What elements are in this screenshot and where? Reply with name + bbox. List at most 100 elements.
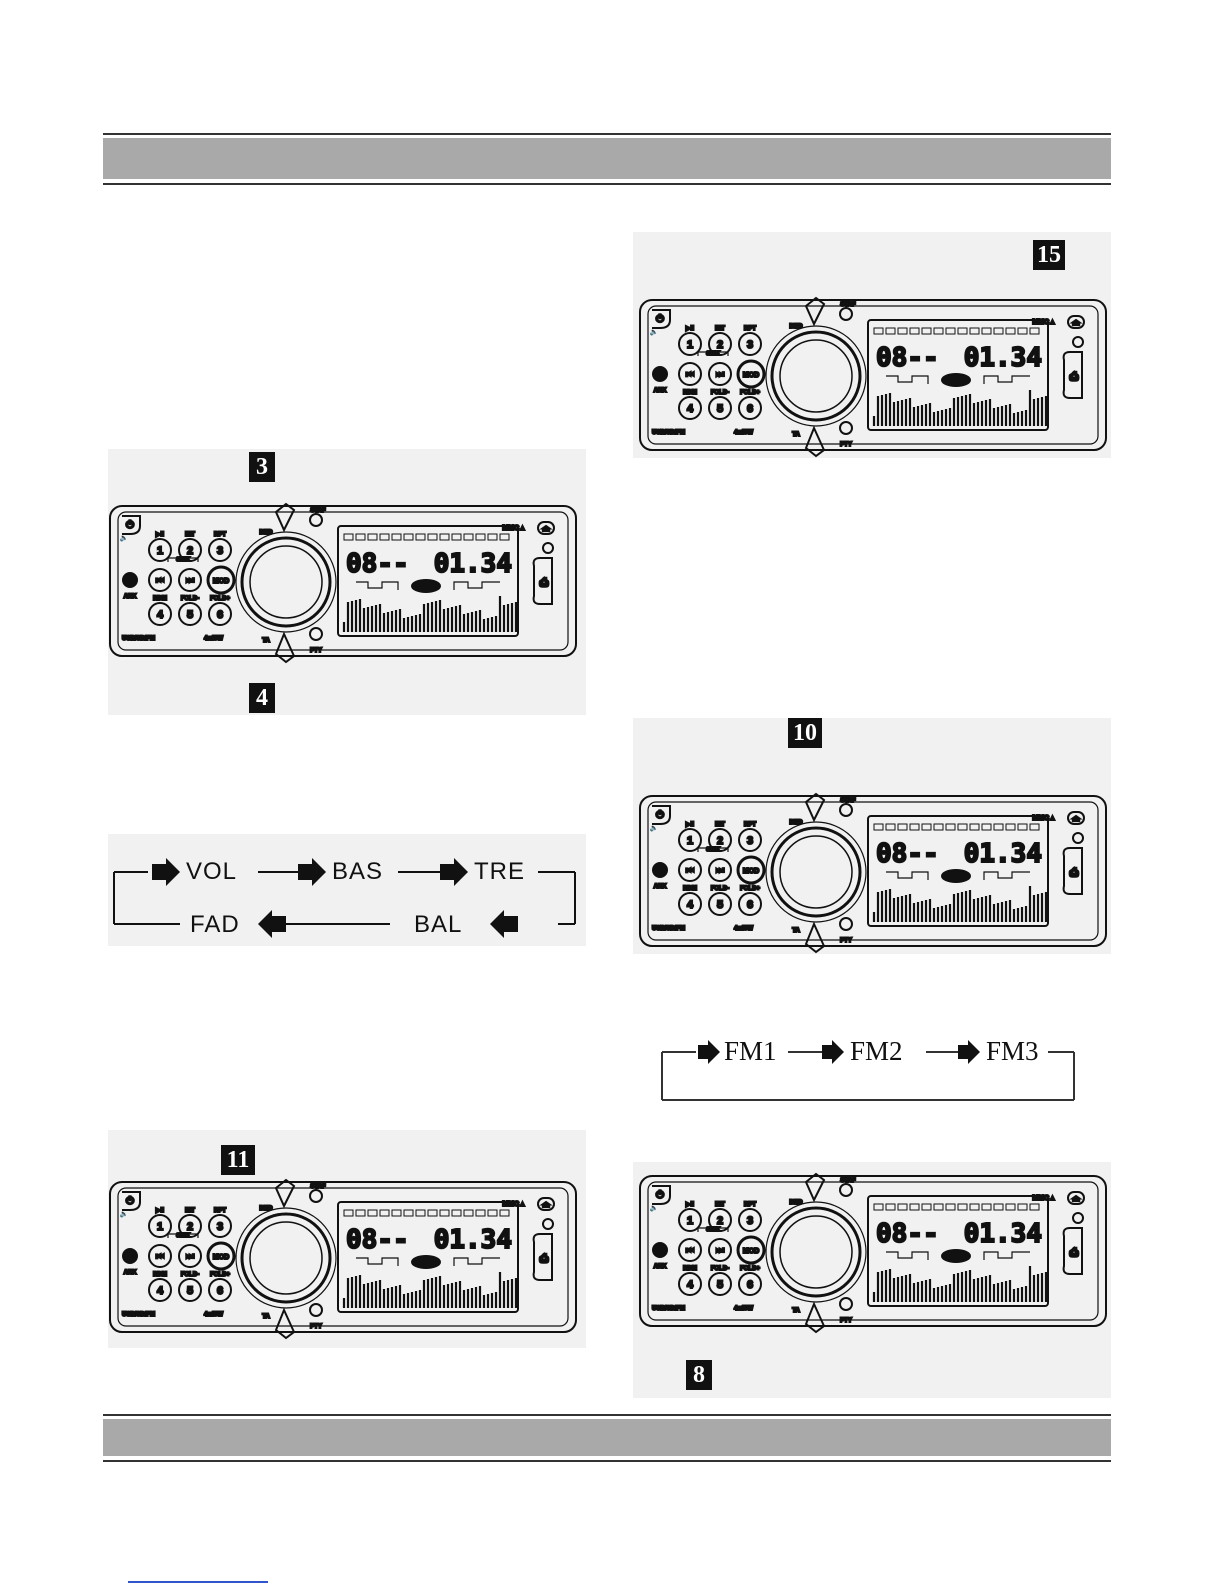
lcd-segment-icon [933,1203,944,1211]
lcd-segment-icon [921,1203,932,1211]
faceplate-inner [647,1181,1099,1321]
prev-icon: ⏮ [156,575,164,585]
ir-sensor [542,1218,554,1230]
button-label: INT [715,822,725,828]
power-icon: ⏻ [126,1195,134,1207]
preset-button [148,538,172,562]
lcd-segment-icon [463,1209,474,1217]
button-label: RPT [744,1202,756,1208]
ir-sensor [542,542,554,554]
eject-button [1067,1191,1085,1205]
aux-jack-icon [122,1248,138,1264]
staf-label: STAF [840,302,856,308]
pty-label: PTY [310,1324,322,1330]
pty-button [309,627,323,641]
seek-bracket [697,351,729,356]
button-label: RPT [214,532,226,538]
ta-label: TA [262,1314,270,1320]
power-label: 4x45W [734,430,753,436]
seek-back-button [148,1244,172,1268]
lcd-display [337,1201,519,1313]
button-label: FOLD+ [210,596,230,602]
staf-label: STAF [840,1178,856,1184]
lcd-segment-icon [391,533,402,541]
lcd-display [867,815,1049,927]
pty-button [309,1303,323,1317]
ir-sensor [1072,832,1084,844]
seek-label: SEEK [706,847,720,853]
brand-label: MMC▲ [1032,319,1056,326]
eject-icon: ⏏ [1072,814,1080,823]
lcd-segment-icon [981,327,992,335]
car-radio-faceplate: ⏻🔈AUX▶II1INT2RPT3SEEK⏮⏭MODRDM4FOLD-5FOLD… [109,1178,577,1340]
preset-number: 3 [747,1215,753,1227]
preset-number: 5 [717,403,723,415]
preset-button [678,396,702,420]
brand-label: MMC▲ [1032,1195,1056,1202]
arrow-left-icon [258,910,286,938]
ta-label: TA [792,432,800,438]
preset-number: 1 [157,1221,163,1233]
button-label: RDM [683,390,697,396]
aux-label: AUX [124,1270,137,1276]
seek-fwd-button [708,858,732,882]
power-label: 4x45W [204,1312,223,1318]
prev-icon: ⏮ [686,369,694,379]
next-icon: ⏭ [186,1251,195,1261]
lcd-segment-icon [415,533,426,541]
mod-label: MOD [213,1254,229,1261]
car-radio-faceplate: ⏻🔈AUX▶II1INT2RPT3SEEK⏮⏭MODRDM4FOLD-5FOLD… [639,792,1107,954]
usb-port [1062,351,1083,399]
preset-number: 6 [747,1279,753,1291]
ir-sensor [1072,336,1084,348]
usb-icon: ⎙ [1069,370,1079,383]
pty-button [839,421,853,435]
preset-button [708,396,732,420]
staf-button [309,1189,323,1203]
callout-15: 15 [1033,240,1065,270]
button-label: INT [715,326,725,332]
lcd-segment-icon [415,1209,426,1217]
lcd-segment-icon [957,823,968,831]
aux-jack-icon [652,1242,668,1258]
preset-button [708,1272,732,1296]
seek-bracket [697,1227,729,1232]
flow-fm1: FM1 [724,1036,777,1066]
lcd-segment-icon [1017,823,1028,831]
preset-number: 2 [187,1221,193,1233]
preset-number: 3 [217,1221,223,1233]
usb-icon: ⎙ [1069,1246,1079,1259]
lcd-segment-icon [1005,327,1016,335]
lcd-segment-icon [957,327,968,335]
eject-button [1067,315,1085,329]
display-track: 08-- [876,1219,939,1249]
preset-number: 4 [687,403,694,415]
lcd-segment-icon [487,1209,498,1217]
mod-label: MOD [743,868,759,875]
eject-icon: ⏏ [1072,318,1080,327]
display-time: 01.34 [964,343,1042,373]
lcd-segment-icon [885,327,896,335]
lcd-segment-icon [909,823,920,831]
seek-fwd-button [708,1238,732,1262]
preset-number: 1 [687,835,693,847]
lcd-segment-icon [993,1203,1004,1211]
preset-number: 1 [687,1215,693,1227]
callout-11: 11 [221,1145,255,1175]
button-label: ▶II [685,821,694,828]
preset-button [708,1208,732,1232]
power-label: 4x45W [734,926,753,932]
lcd-segment-icon [933,823,944,831]
preset-number: 6 [747,403,753,415]
lcd-segment-icon [499,1209,510,1217]
preset-button [708,828,732,852]
lcd-segment-icon [993,823,1004,831]
next-icon: ⏭ [716,865,725,875]
button-label: FOLD+ [740,1266,760,1272]
power-label: 4x45W [734,1306,753,1312]
audio-mode-flow [108,834,586,946]
model-label: USB/SD/FM [652,1306,685,1312]
usb-icon: ⎙ [539,576,549,589]
mod-label: MOD [743,372,759,379]
